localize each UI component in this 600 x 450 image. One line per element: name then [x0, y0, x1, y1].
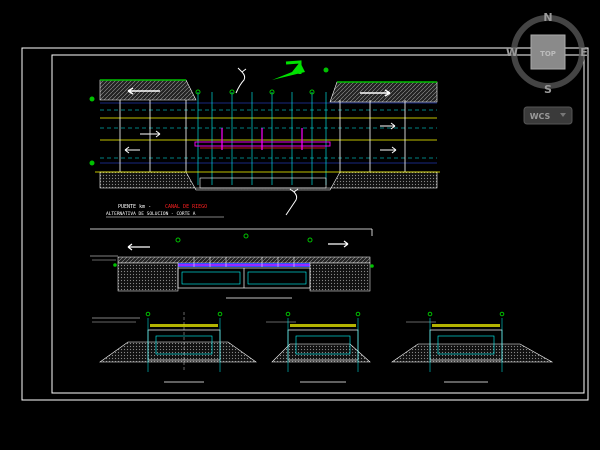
plan-view: PUENTE km - CANAL DE RIEGO ALTERNATIVA D… — [89, 67, 440, 218]
road-left — [99, 79, 197, 101]
chevron-down-icon — [560, 113, 566, 117]
compass-east-label[interactable]: E — [580, 46, 588, 59]
flow-arrow-icon — [235, 67, 299, 216]
viewcube-icon[interactable]: TOP — [511, 15, 585, 89]
wcs-label: WCS — [530, 112, 551, 121]
viewcube-top-face[interactable]: TOP — [540, 50, 556, 58]
wcs-menu-button[interactable]: WCS — [523, 106, 573, 125]
compass-south-label[interactable]: S — [544, 83, 552, 96]
inner-frame — [51, 54, 585, 394]
outer-frame — [21, 47, 589, 401]
compass-west-label[interactable]: W — [506, 46, 518, 59]
cross-section-3 — [391, 311, 554, 383]
road-right — [329, 81, 438, 103]
cross-section-2 — [266, 311, 371, 383]
plan-base — [99, 171, 438, 191]
plan-subcaption: ALTERNATIVA DE SOLUCION - CORTE A — [106, 211, 196, 217]
plan-caption: PUENTE km - — [118, 204, 151, 210]
longitudinal-section — [90, 228, 374, 299]
north-arrow-icon — [272, 60, 305, 80]
plan-caption-red: CANAL DE RIEGO — [165, 204, 207, 210]
cross-section-1 — [92, 311, 257, 383]
compass-north-label[interactable]: N — [543, 11, 552, 24]
